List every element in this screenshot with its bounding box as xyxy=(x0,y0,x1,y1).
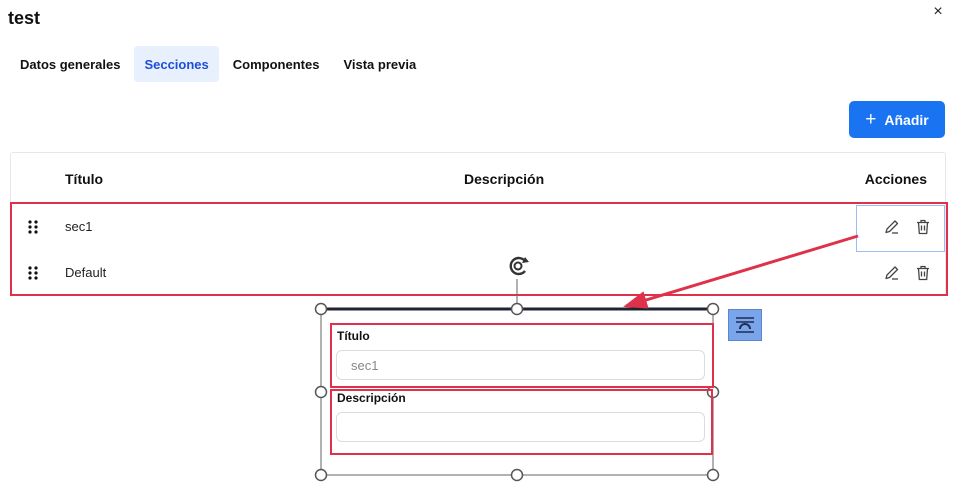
panel-description-input[interactable] xyxy=(336,412,705,442)
add-button[interactable]: + Añadir xyxy=(849,101,945,138)
dialog-title: test xyxy=(8,8,41,28)
tab-secciones[interactable]: Secciones xyxy=(134,46,219,82)
panel-description-label: Descripción xyxy=(337,391,406,405)
column-header-title: Título xyxy=(65,171,104,187)
table-row[interactable]: sec1 xyxy=(11,204,945,252)
plus-icon: + xyxy=(865,109,877,130)
drag-handle-icon[interactable] xyxy=(27,266,39,280)
sections-table: Título Descripción Acciones sec1 Default xyxy=(10,152,946,295)
actions-cell-highlight xyxy=(856,205,945,252)
column-header-actions: Acciones xyxy=(864,171,927,187)
row-title: Default xyxy=(65,265,107,280)
add-button-label: Añadir xyxy=(884,111,929,128)
panel-title-label: Título xyxy=(337,329,370,343)
trash-icon[interactable] xyxy=(913,263,933,283)
text-wrap-icon-glyph xyxy=(736,317,754,333)
edit-icon[interactable] xyxy=(882,217,902,237)
tab-componentes[interactable]: Componentes xyxy=(232,56,320,72)
close-icon[interactable]: × xyxy=(933,3,943,20)
rotate-icon[interactable] xyxy=(503,253,537,279)
edit-icon[interactable] xyxy=(882,263,902,283)
tab-bar: Datos generales Secciones Componentes Vi… xyxy=(10,46,426,82)
drag-handle-icon[interactable] xyxy=(27,220,39,234)
text-wrap-icon[interactable] xyxy=(728,309,762,341)
column-header-description: Descripción xyxy=(464,171,545,187)
table-row[interactable]: Default xyxy=(11,250,945,296)
tab-vista-previa[interactable]: Vista previa xyxy=(343,56,417,72)
tab-datos-generales[interactable]: Datos generales xyxy=(20,56,121,72)
panel-title-input[interactable]: sec1 xyxy=(336,350,705,380)
trash-icon[interactable] xyxy=(913,217,933,237)
row-title: sec1 xyxy=(65,219,93,234)
